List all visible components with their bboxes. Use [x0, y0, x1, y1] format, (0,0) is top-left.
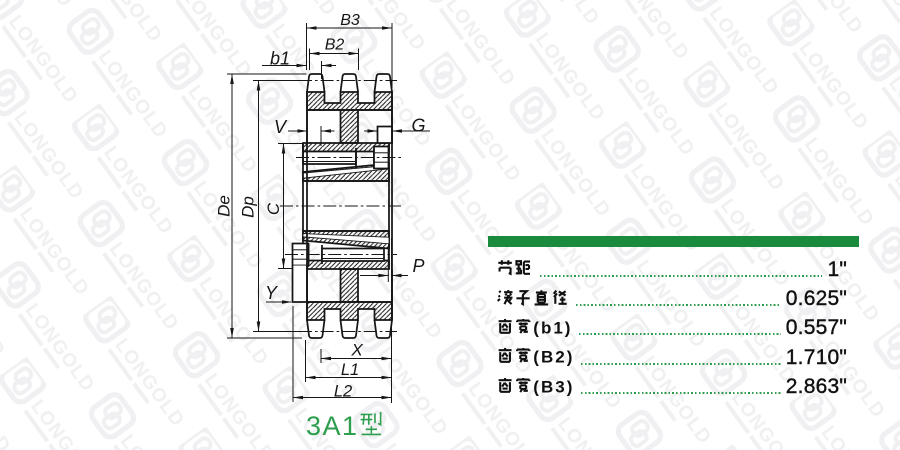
spec-row-leader-dots	[581, 362, 781, 365]
svg-text:2: 2	[555, 348, 566, 367]
dim-label-l2: L2	[334, 383, 352, 401]
svg-text:1: 1	[553, 319, 564, 338]
svg-text:b: b	[541, 319, 553, 338]
svg-text:B: B	[541, 348, 555, 367]
svg-text:): )	[567, 348, 575, 367]
dim-label-b1: b1	[270, 49, 290, 69]
svg-text:(: (	[533, 348, 541, 367]
spec-row-value: 1"	[827, 257, 847, 281]
dim-label-c: C	[264, 202, 283, 215]
spec-row-label	[497, 260, 534, 279]
dim-label-l1: L1	[341, 361, 359, 379]
spec-row-value: 1.710"	[785, 345, 847, 369]
dim-label-de: De	[215, 195, 234, 217]
dim-label-y: Y	[265, 283, 279, 303]
svg-text:3: 3	[555, 378, 566, 397]
svg-text:B: B	[541, 378, 555, 397]
svg-text:(: (	[533, 378, 541, 397]
spec-row-value: 0.557"	[785, 316, 847, 340]
spec-row: 1"	[488, 255, 859, 284]
spec-row-leader-dots	[540, 274, 823, 277]
svg-text:A: A	[323, 412, 343, 441]
spec-row: 0.625"	[488, 284, 859, 313]
svg-text:1: 1	[342, 412, 359, 441]
dim-label-g: G	[411, 116, 425, 136]
dim-label-p: P	[412, 256, 424, 276]
dim-label-x: X	[350, 341, 363, 360]
dim-label-b2: B2	[325, 37, 345, 54]
spec-row-value: 0.625"	[785, 287, 847, 311]
spec-row-leader-dots	[576, 304, 781, 307]
svg-text:3: 3	[306, 412, 323, 441]
spec-table-header-bar	[488, 236, 859, 247]
svg-text:): )	[567, 378, 575, 397]
svg-text:(: (	[533, 319, 541, 338]
spec-row-value: 2.863"	[785, 375, 847, 399]
svg-text:): )	[565, 319, 573, 338]
spec-row-leader-dots	[579, 333, 781, 336]
dim-label-v: V	[274, 117, 288, 137]
dim-label-b3: B3	[340, 12, 360, 29]
dim-label-dp: Dp	[239, 196, 258, 218]
spec-row-leader-dots	[581, 392, 781, 395]
spec-row-label	[497, 289, 570, 309]
